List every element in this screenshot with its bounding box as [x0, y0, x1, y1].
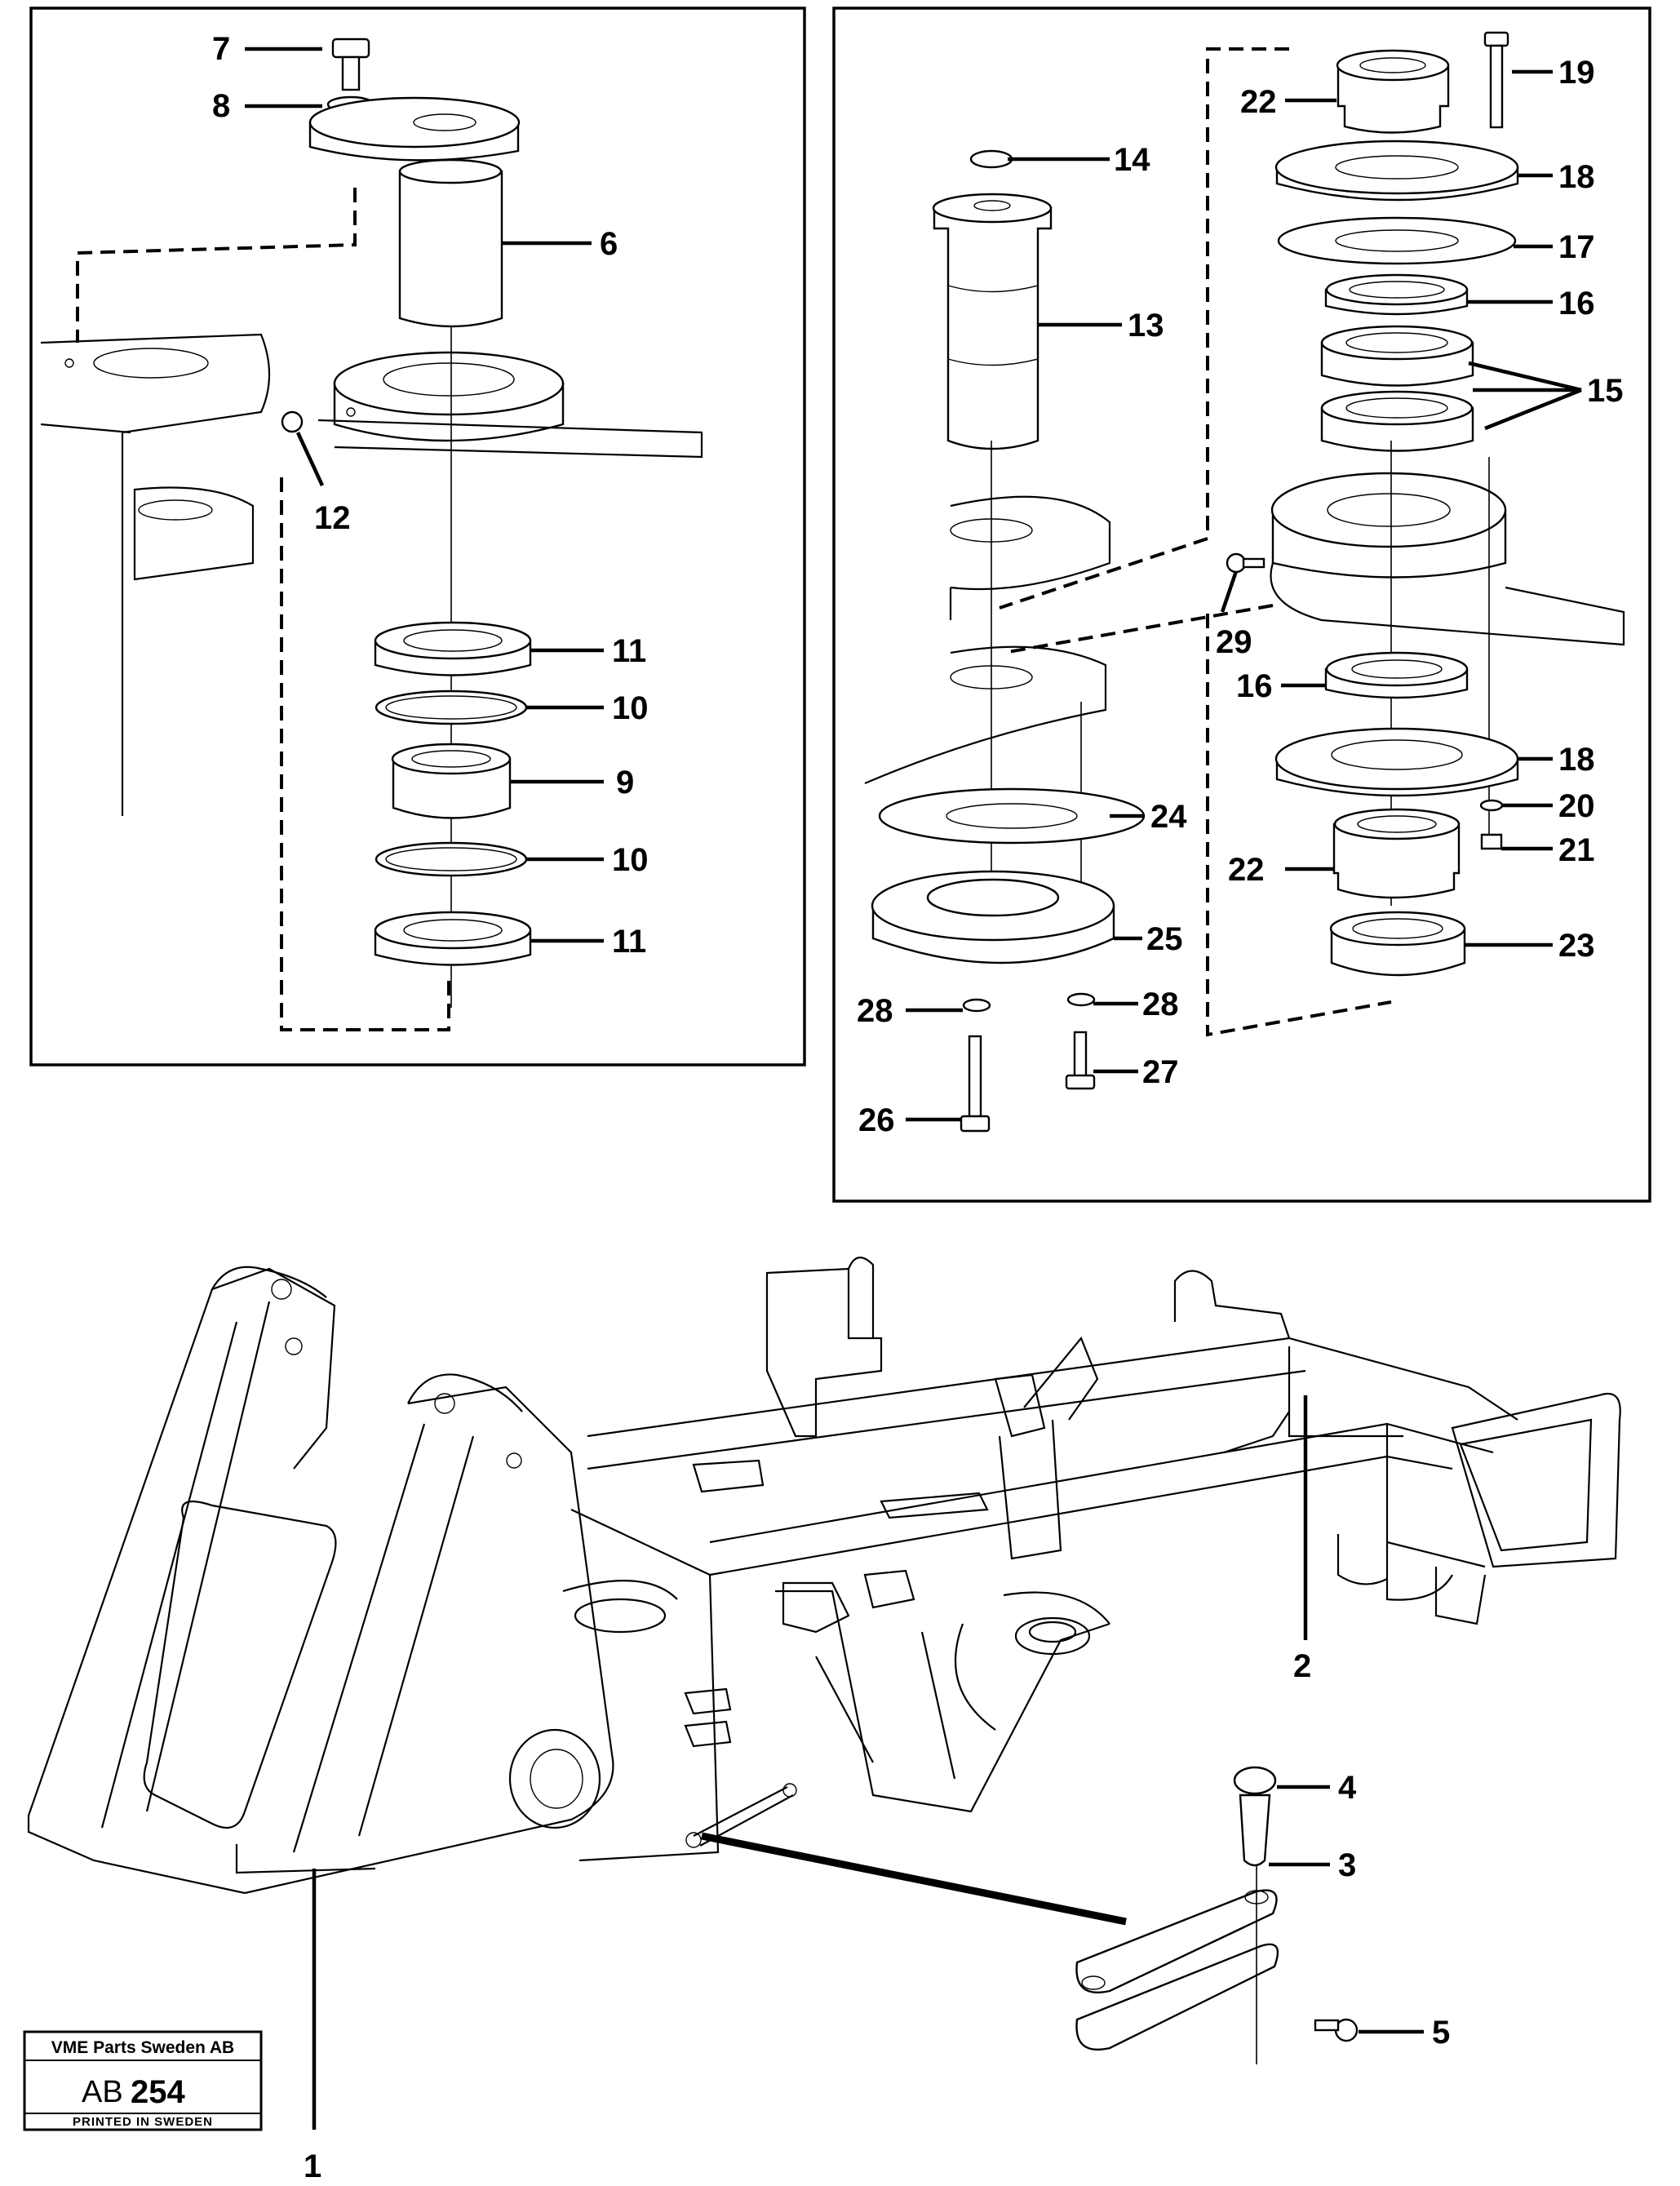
- bolt-26: [968, 1035, 982, 1120]
- callout-25: 25: [1146, 921, 1183, 957]
- rear-frame-cross-member: [775, 1590, 1110, 1813]
- callout-16-lower: 16: [1236, 668, 1273, 704]
- callout-1: 1: [304, 2148, 321, 2184]
- left-detail-panel: 7 8 6 12 11 10 9 10 11: [29, 7, 806, 1066]
- callout-6: 6: [600, 226, 618, 262]
- callout-8: 8: [212, 88, 230, 124]
- nut-21: [1480, 833, 1503, 850]
- callout-5: 5: [1432, 2015, 1450, 2051]
- callout-14: 14: [1114, 142, 1150, 178]
- callout-7: 7: [212, 31, 230, 67]
- bolt-27: [1073, 1031, 1088, 1079]
- rear-frame-end: [1385, 1424, 1486, 1568]
- callout-9: 9: [616, 765, 634, 800]
- callout-19: 19: [1558, 55, 1595, 91]
- lower-frame-plate: [864, 645, 1107, 785]
- washer-20: [1479, 799, 1504, 812]
- cap-14: [969, 149, 1013, 169]
- grease-nipple-29: [1226, 552, 1247, 574]
- pin-13: [933, 206, 1053, 450]
- bolt-7: [331, 38, 370, 59]
- shim-17: [1277, 216, 1517, 265]
- right-detail-panel: 22 19 18 17 16 15 14 13 29 16 18 20 21 2…: [832, 7, 1651, 1203]
- callout-2: 2: [1293, 1648, 1311, 1684]
- locking-arm-stroke: [701, 1832, 1127, 1926]
- stamp-company: VME Parts Sweden AB: [51, 2038, 234, 2057]
- stamp-code-prefix: AB: [82, 2075, 123, 2109]
- callout-18-upper: 18: [1558, 159, 1595, 195]
- callout-29: 29: [1216, 624, 1252, 660]
- callout-11-lower: 11: [612, 924, 646, 960]
- right-detail-frame: [832, 7, 1651, 1203]
- sleeve-22-lower: [1332, 823, 1461, 899]
- callout-18-lower: 18: [1558, 742, 1595, 778]
- front-frame-window: [143, 1500, 337, 1829]
- callout-21: 21: [1558, 832, 1595, 868]
- callout-13: 13: [1128, 308, 1164, 344]
- upper-frame-plate: [950, 495, 1111, 591]
- rear-tower-left: [765, 1267, 883, 1438]
- link-3-lower: [1075, 1943, 1279, 2051]
- washer-28-right: [1066, 992, 1096, 1007]
- publisher-stamp: VME Parts Sweden AB AB 254 PRINTED IN SW…: [23, 2030, 263, 2131]
- callout-12: 12: [314, 500, 351, 536]
- callout-10-upper: 10: [612, 690, 649, 726]
- link-3-upper: [1075, 1889, 1278, 1993]
- sleeve-22-upper: [1336, 64, 1450, 134]
- rear-frame-top-rail: [587, 1337, 1518, 1438]
- bushing-9: [392, 757, 512, 819]
- front-frame-left-side: [27, 1267, 336, 1816]
- callout-10-lower: 10: [612, 842, 649, 878]
- callout-27: 27: [1142, 1054, 1179, 1090]
- callout-20: 20: [1558, 788, 1595, 824]
- callout-22-upper: 22: [1240, 84, 1277, 120]
- callout-17: 17: [1558, 229, 1595, 265]
- washer-28-left: [962, 998, 991, 1013]
- front-frame-right-side: [244, 1386, 614, 1895]
- front-frame-pivot-bore: [508, 1728, 601, 1829]
- callout-15: 15: [1587, 373, 1624, 409]
- callout-24: 24: [1150, 799, 1187, 835]
- tie-rod: [693, 1786, 788, 1837]
- pin-6: [398, 170, 503, 328]
- callout-22-lower: 22: [1228, 852, 1265, 888]
- callout-4: 4: [1338, 1770, 1357, 1806]
- rear-tower-mid: [994, 1373, 1046, 1438]
- left-detail-frame: [29, 7, 806, 1066]
- pin-4: [1239, 1794, 1271, 1867]
- callout-11-upper: 11: [612, 633, 646, 669]
- callout-23: 23: [1558, 928, 1595, 964]
- lower-plate-outline: [133, 486, 255, 581]
- shim-24: [878, 787, 1146, 845]
- frame-plate-outline: [40, 333, 271, 816]
- callout-28-left: 28: [857, 993, 893, 1029]
- callout-28-right: 28: [1142, 987, 1179, 1022]
- bolt-19: [1483, 31, 1509, 47]
- callout-16-upper: 16: [1558, 286, 1595, 321]
- frame-assembly: 2 4 3 5 1: [27, 1257, 1621, 2184]
- callout-3: 3: [1338, 1847, 1356, 1883]
- callout-26: 26: [858, 1102, 895, 1138]
- stamp-code-number: 254: [131, 2074, 185, 2110]
- grease-nipple-12: [281, 410, 304, 433]
- stamp-printed: PRINTED IN SWEDEN: [73, 2115, 213, 2129]
